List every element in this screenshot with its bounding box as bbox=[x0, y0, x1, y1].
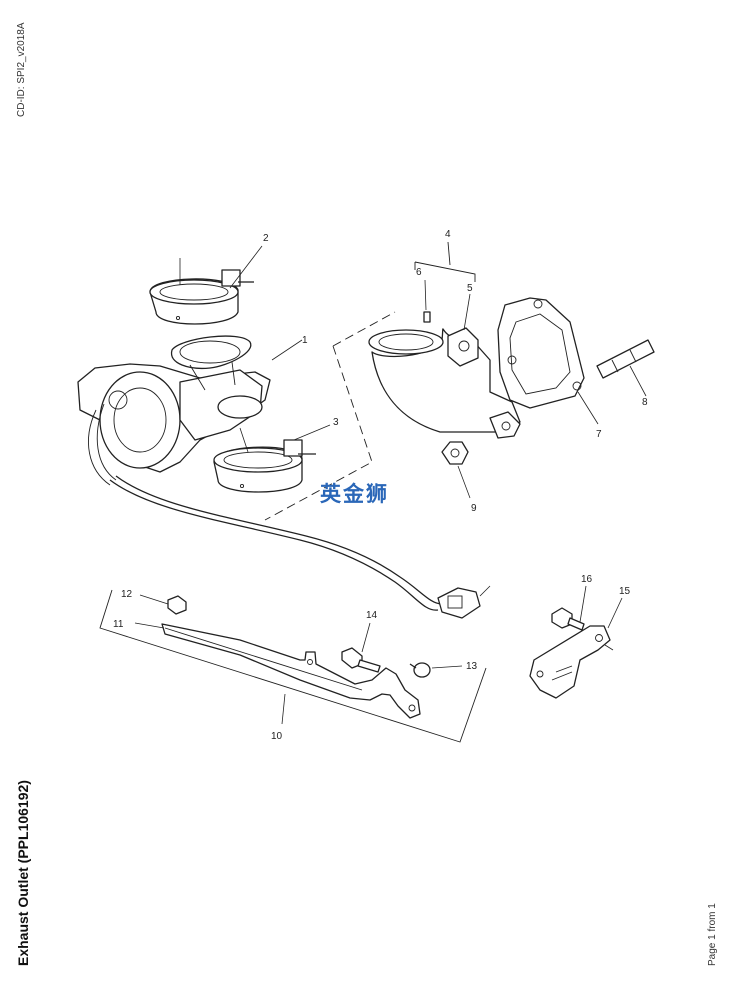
callout-5: 5 bbox=[467, 283, 473, 294]
bracket-15-part bbox=[529, 597, 623, 699]
turbocharger-part bbox=[77, 335, 303, 486]
callout-6: 6 bbox=[416, 267, 422, 278]
support-bracket-part bbox=[134, 622, 421, 725]
bolt-16-part bbox=[551, 585, 587, 631]
actuator-harness bbox=[109, 475, 491, 619]
callout-2: 2 bbox=[263, 233, 269, 244]
callout-4: 4 bbox=[445, 229, 451, 240]
callout-14: 14 bbox=[366, 610, 378, 621]
callout-7: 7 bbox=[596, 429, 602, 440]
gasket-part bbox=[497, 297, 599, 425]
callout-15: 15 bbox=[619, 586, 631, 597]
v-band-clamp-lower bbox=[213, 424, 331, 493]
stud-part bbox=[596, 339, 655, 397]
bolt-12-part bbox=[139, 594, 187, 615]
group-bracket-left bbox=[264, 311, 396, 521]
callout-11: 11 bbox=[113, 619, 124, 630]
group-bracket-top bbox=[414, 241, 476, 282]
nut-part bbox=[441, 441, 471, 499]
callout-10: 10 bbox=[271, 731, 283, 742]
callout-3: 3 bbox=[333, 417, 339, 428]
callout-16: 16 bbox=[581, 574, 593, 585]
watermark-text: 英金狮 bbox=[320, 482, 389, 506]
callout-1: 1 bbox=[302, 335, 308, 346]
callout-labels: 1 2 3 4 5 6 7 8 9 10 11 12 13 14 15 16 bbox=[113, 229, 648, 742]
v-band-clamp-upper bbox=[149, 245, 263, 325]
exhaust-elbow-part bbox=[368, 279, 521, 439]
callout-12: 12 bbox=[121, 589, 133, 600]
bolt-14-part bbox=[341, 622, 381, 673]
callout-8: 8 bbox=[642, 397, 648, 408]
callout-9: 9 bbox=[471, 503, 477, 514]
nut-13-part bbox=[409, 662, 463, 678]
callout-13: 13 bbox=[466, 661, 478, 672]
group-bracket-bottom bbox=[99, 589, 487, 743]
